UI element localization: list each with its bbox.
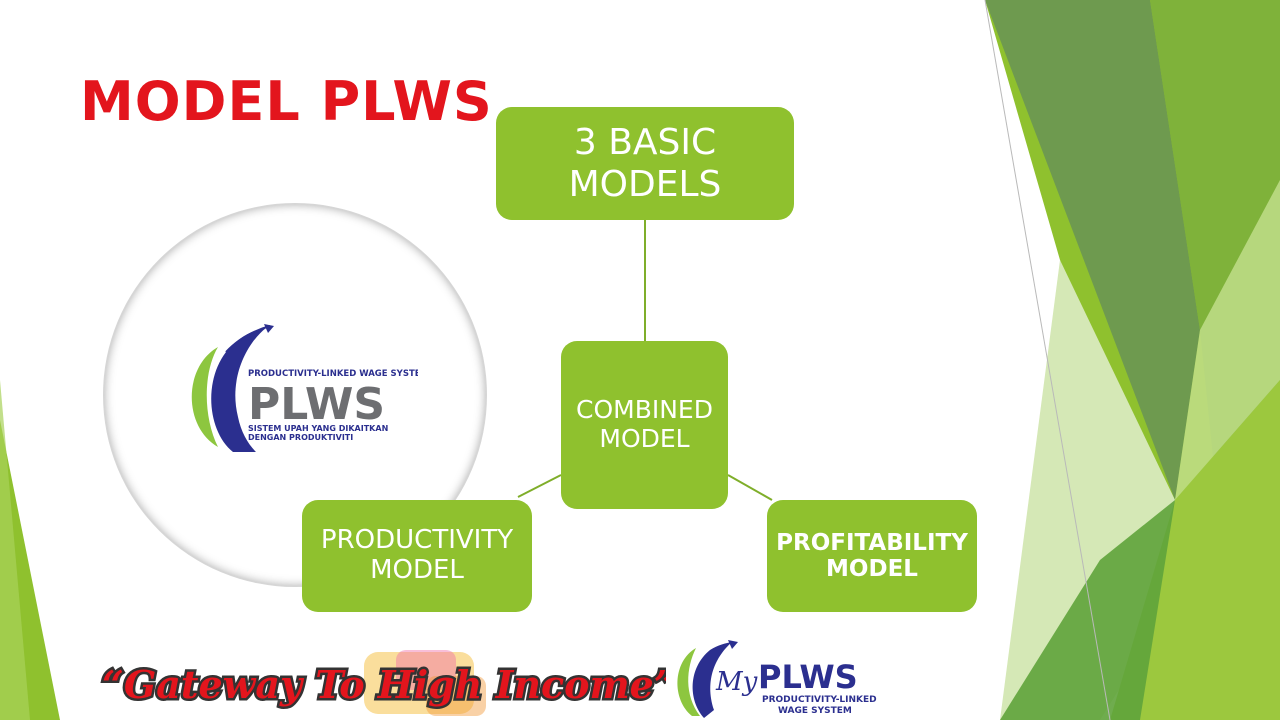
node-profitability-model-label: PROFITABILITY MODEL: [776, 529, 968, 582]
logo-bottom-line-2: DENGAN PRODUKTIVITI: [248, 433, 353, 442]
logo-blue-face: [211, 328, 266, 452]
slide-title: MODEL PLWS: [80, 70, 493, 133]
node-productivity-model: PRODUCTIVITY MODEL: [302, 500, 532, 612]
node-combined-model: COMBINED MODEL: [561, 341, 728, 509]
node-3-basic-models: 3 BASIC MODELS: [496, 107, 794, 220]
slogan-text: “Gateway To High Income”: [102, 662, 666, 707]
logo-wordmark: PLWS: [248, 379, 385, 430]
myplws-wordmark: PLWS: [758, 658, 858, 696]
logo-top-line: PRODUCTIVITY-LINKED WAGE SYSTEM: [248, 369, 418, 379]
logo-green-swoosh: [191, 347, 218, 447]
connector-left: [517, 474, 562, 498]
node-3-basic-models-label: 3 BASIC MODELS: [568, 122, 722, 205]
myplws-arrow-icon: [728, 640, 738, 649]
myplws-line-2: WAGE SYSTEM: [778, 706, 852, 716]
footer-slogan: “Gateway To High Income” “Gateway To Hig…: [100, 650, 666, 716]
logo-arrow-icon: [264, 324, 274, 333]
node-profitability-model: PROFITABILITY MODEL: [767, 500, 977, 612]
myplws-line-1: PRODUCTIVITY-LINKED: [762, 695, 877, 705]
node-combined-model-label: COMBINED MODEL: [576, 395, 713, 453]
myplws-logo: My PLWS PRODUCTIVITY-LINKED WAGE SYSTEM: [677, 640, 877, 718]
slogan-outline: “Gateway To High Income”: [102, 662, 666, 707]
logo-bottom-line-1: SISTEM UPAH YANG DIKAITKAN: [248, 424, 388, 433]
node-productivity-model-label: PRODUCTIVITY MODEL: [320, 525, 514, 585]
plws-logo: PRODUCTIVITY-LINKED WAGE SYSTEM PLWS SIS…: [191, 324, 418, 452]
myplws-prefix: My: [715, 667, 758, 697]
connector-right: [727, 474, 773, 501]
